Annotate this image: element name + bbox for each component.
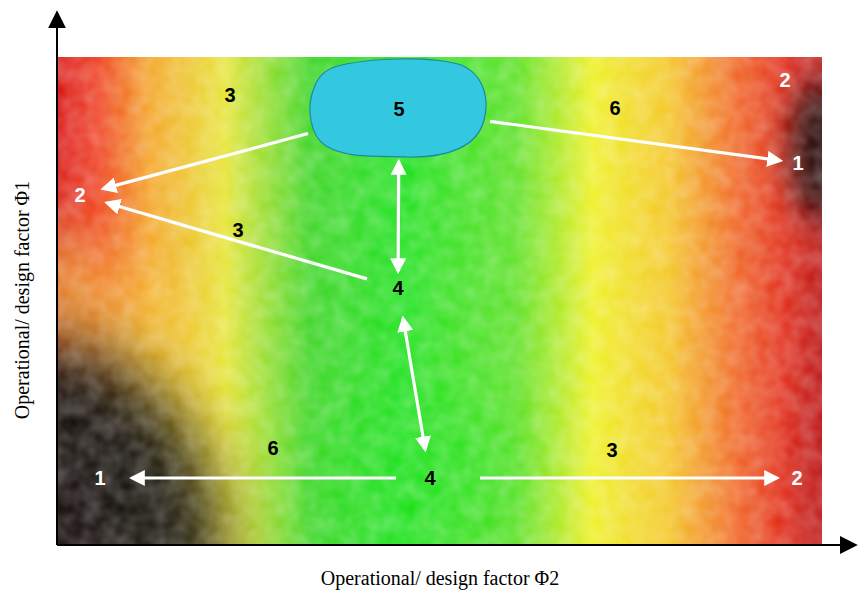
zone-number: 3: [224, 85, 235, 105]
node-text: 1: [792, 153, 803, 173]
arrow-connector: [132, 476, 396, 479]
callout-number: 1: [788, 150, 808, 176]
node-text: 2: [791, 468, 802, 488]
callout-number: 2: [70, 182, 90, 208]
callout-number: 2: [787, 465, 807, 491]
node-text: 4: [392, 278, 403, 298]
blob-shape: [310, 59, 486, 157]
plot-ground: [57, 57, 822, 545]
arrow-connector: [104, 134, 308, 189]
callout-number: 1: [90, 465, 110, 491]
arrow-connector: [107, 203, 367, 279]
zone-number: 3: [232, 220, 243, 240]
arrow-connector: [480, 476, 777, 479]
node-text: 2: [74, 185, 85, 205]
node-text: 5: [393, 99, 404, 119]
zone-number: 6: [609, 98, 620, 118]
axis-title: Operational/ design factor Φ2: [321, 568, 559, 588]
arrow-connector: [403, 319, 425, 449]
callout-number: 4: [420, 465, 440, 491]
node-text: 4: [424, 468, 435, 488]
x-axis: [57, 544, 856, 546]
callout-number: 4: [388, 275, 408, 301]
arrow-connector: [396, 162, 400, 271]
node-text: 1: [94, 468, 105, 488]
y-axis: [56, 12, 58, 545]
region-blob: 5: [308, 58, 490, 160]
arrow-connector: [490, 121, 780, 160]
zone-number: 3: [606, 440, 617, 460]
zone-number: 6: [267, 438, 278, 458]
zone-number: 2: [779, 70, 790, 90]
axis-title: Operational/ design factor Φ1: [12, 181, 32, 419]
